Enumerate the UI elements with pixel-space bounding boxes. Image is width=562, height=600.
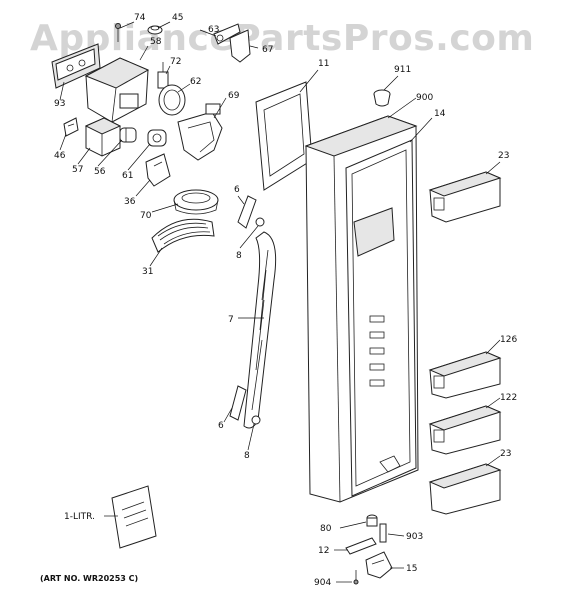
part-61-gear	[147, 129, 167, 147]
part-58-motor-housing	[84, 57, 150, 123]
callout-67: 67	[262, 45, 273, 55]
callout-23-top: 23	[498, 151, 509, 161]
part-126-bin	[428, 351, 502, 399]
callout-8-bottom: 8	[244, 451, 250, 461]
part-6-bottom-cap	[229, 385, 247, 421]
art-number: (ART NO. WR20253 C)	[40, 574, 138, 583]
callout-57: 57	[72, 165, 83, 175]
part-11-recess-frame	[255, 81, 313, 191]
part-56-coupler	[119, 127, 137, 143]
part-12-plate	[345, 537, 377, 555]
callout-58: 58	[150, 37, 162, 47]
callout-6-top: 6	[234, 185, 240, 195]
part-31-drip-grille	[151, 218, 215, 253]
callout-11: 11	[318, 59, 329, 69]
callout-122: 122	[500, 393, 517, 403]
callout-72: 72	[170, 57, 181, 67]
part-36-bracket	[145, 153, 171, 187]
callout-61: 61	[122, 171, 133, 181]
part-74-screw	[115, 23, 121, 42]
part-904-screw	[353, 570, 359, 585]
part-80-bushing	[366, 514, 378, 527]
callout-31: 31	[142, 267, 153, 277]
callout-69: 69	[228, 91, 240, 101]
callout-63: 63	[208, 25, 219, 35]
callout-1-litr: 1-LITR.	[64, 512, 95, 522]
part-7-handle	[243, 231, 277, 429]
watermark: AppliancePartsPros.com	[30, 18, 534, 59]
callout-15: 15	[406, 564, 417, 574]
callout-903: 903	[406, 532, 423, 542]
callout-93: 93	[54, 99, 65, 109]
part-15-bracket	[365, 551, 393, 579]
callout-911: 911	[394, 65, 411, 75]
part-8-bottom-screw	[251, 415, 261, 425]
callout-14: 14	[434, 109, 446, 119]
part-23-bottom-bin	[428, 463, 502, 515]
part-69-funnel	[177, 103, 223, 161]
callout-36: 36	[124, 197, 136, 207]
part-903-pin	[379, 523, 387, 543]
callout-126: 126	[500, 335, 517, 345]
part-23-top-bin	[428, 171, 502, 223]
part-122-bin	[428, 405, 502, 455]
callout-45: 45	[172, 13, 183, 23]
callout-62: 62	[190, 77, 201, 87]
part-62-ring	[158, 84, 186, 116]
part-8-top-screw	[255, 217, 265, 227]
door-assembly	[304, 115, 419, 503]
part-72-switch	[157, 62, 169, 89]
callout-6-bottom: 6	[218, 421, 224, 431]
leader-lines	[59, 21, 501, 583]
part-46-clip	[63, 117, 79, 137]
callout-74: 74	[134, 13, 146, 23]
callout-80: 80	[320, 524, 332, 534]
part-14-gasket	[345, 139, 417, 497]
callout-12: 12	[318, 546, 329, 556]
callout-7: 7	[228, 315, 234, 325]
callout-23-bottom: 23	[500, 449, 511, 459]
callout-labels: 74 45 63 67 58 72 93 62 69 46 57 56 61 3…	[54, 13, 517, 588]
callout-900: 900	[416, 93, 433, 103]
callout-70: 70	[140, 211, 152, 221]
part-63-67-bracket	[213, 23, 251, 63]
part-57-solenoid	[84, 117, 122, 157]
callout-8-top: 8	[236, 251, 242, 261]
callout-904: 904	[314, 578, 331, 588]
part-70-rim	[173, 189, 219, 215]
literature-booklet	[111, 485, 157, 549]
part-911-cap	[373, 89, 391, 107]
part-93-control-housing	[51, 43, 101, 89]
part-6-top-cap	[237, 195, 257, 229]
callout-56: 56	[94, 167, 106, 177]
callout-46: 46	[54, 151, 66, 161]
